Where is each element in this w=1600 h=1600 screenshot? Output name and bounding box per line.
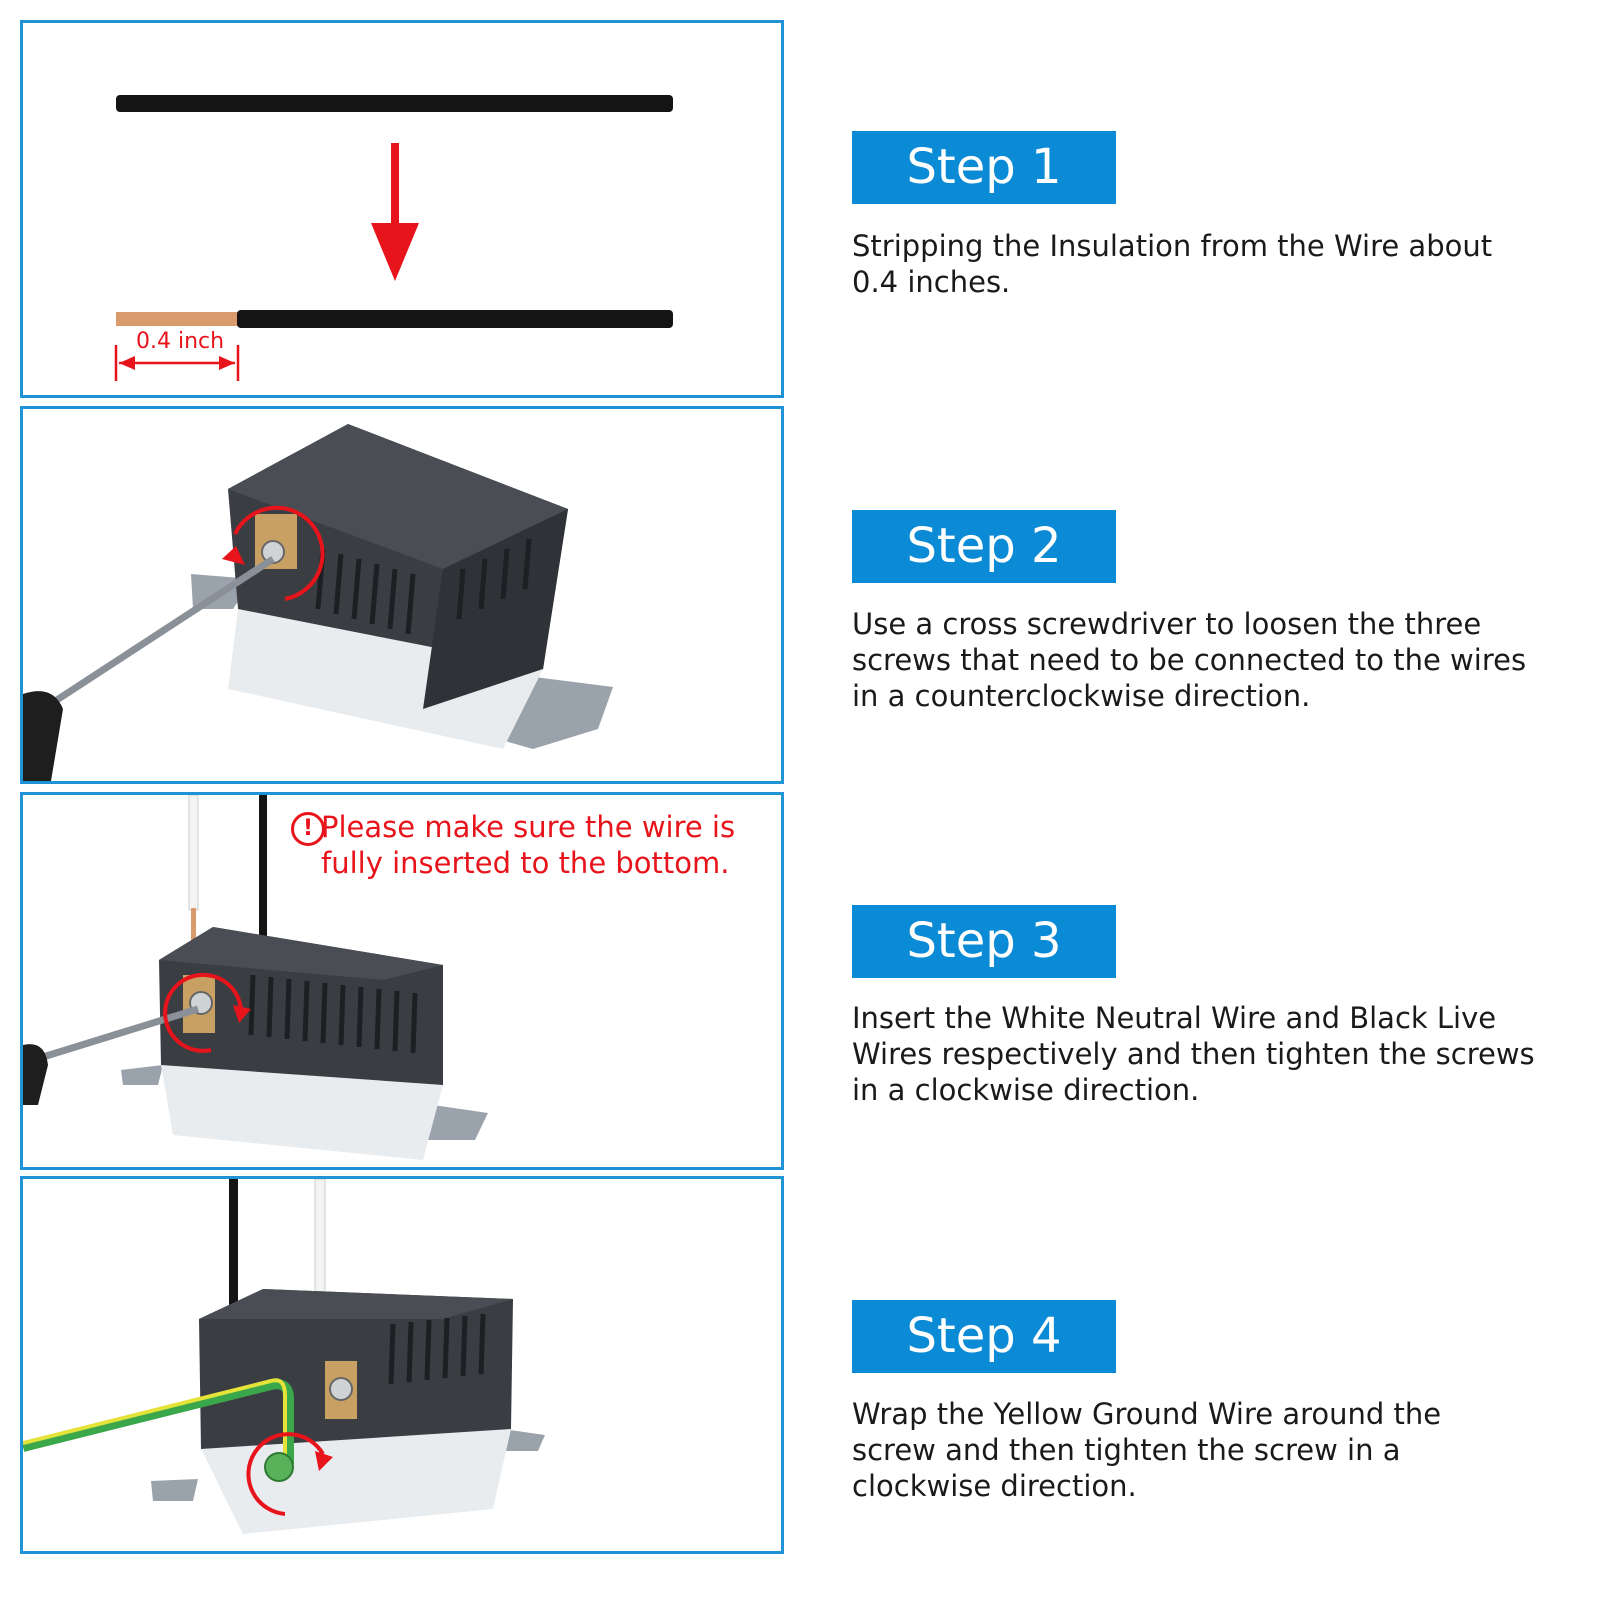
white-neutral-wire [188, 795, 199, 911]
black-live-wire [259, 795, 267, 940]
dimension-marker [114, 345, 240, 381]
insulated-wire [116, 95, 673, 112]
black-live-wire [229, 1179, 238, 1329]
warning-text: Please make sure the wire is fully inser… [321, 810, 736, 880]
step-3-badge: Step 3 [852, 905, 1116, 978]
ground-screw [264, 1452, 294, 1482]
screwdriver-shaft [41, 1005, 200, 1061]
step-1-badge: Step 1 [852, 131, 1116, 204]
device-ground-photo [23, 1179, 545, 1534]
panel-step-3: ! Please make sure the wire is fully ins… [20, 792, 784, 1170]
panel-step-1: 0.4 inch [20, 20, 784, 398]
copper-conductor [191, 908, 196, 948]
step-3-description: Insert the White Neutral Wire and Black … [852, 1001, 1535, 1107]
step-2-description: Use a cross screwdriver to loosen the th… [852, 607, 1527, 713]
screwdriver-handle [23, 1044, 48, 1105]
clockwise-arrow-icon [246, 1432, 333, 1516]
terminal-screw [329, 1377, 353, 1401]
step-2-badge: Step 2 [852, 510, 1116, 583]
step-4-description: Wrap the Yellow Ground Wire around the s… [852, 1397, 1442, 1503]
dimension-label: 0.4 inch [136, 329, 225, 354]
yellow-ground-wire [23, 1378, 294, 1464]
insulated-wire-stripped [237, 310, 673, 328]
panel-step-4 [20, 1176, 784, 1554]
step-4-badge: Step 4 [852, 1300, 1116, 1373]
screwdriver-shaft [41, 556, 275, 712]
down-arrow-icon [371, 143, 419, 281]
screwdriver-handle [23, 691, 63, 781]
device-loosen-photo [23, 424, 613, 781]
step-1-description: Stripping the Insulation from the Wire a… [852, 229, 1493, 299]
stripped-copper-wire [116, 312, 241, 326]
counterclockwise-arrow-icon [222, 505, 325, 601]
clockwise-arrow-icon [163, 972, 251, 1053]
device-insert-photo [23, 795, 488, 1160]
warning-icon: ! [291, 812, 325, 846]
panel-step-2 [20, 406, 784, 784]
wire-strip-illustration [114, 95, 673, 381]
